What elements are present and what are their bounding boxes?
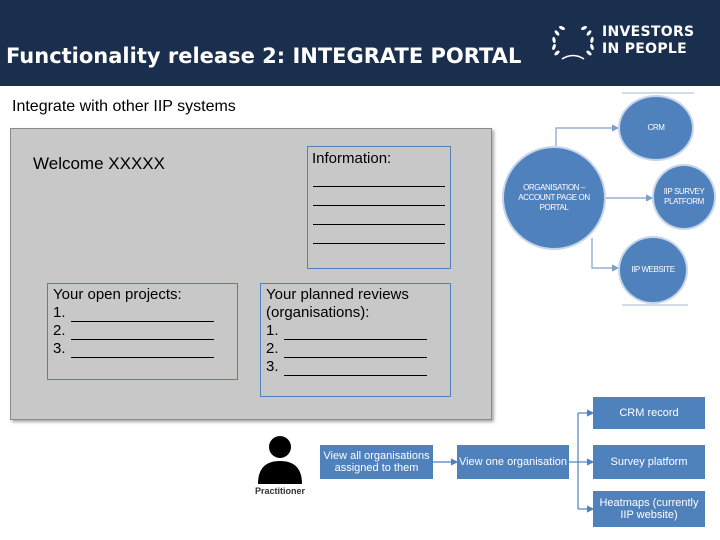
iip-survey-platform-node: IIP SURVEY PLATFORM: [652, 164, 716, 230]
information-box: Information:: [307, 146, 451, 269]
information-blank-line: [313, 187, 445, 206]
survey-platform-step: Survey platform: [593, 445, 705, 479]
view-all-organisations-step: View all organisations assigned to them: [320, 445, 433, 479]
project-item: 2.: [53, 322, 232, 340]
open-projects-box: Your open projects: 1. 2. 3.: [47, 283, 238, 380]
practitioner-label: Practitioner: [254, 486, 305, 496]
planned-reviews-label: Your planned reviews: [266, 286, 409, 303]
review-item: 3.: [266, 358, 445, 376]
project-item: 3.: [53, 340, 232, 358]
crm-record-step: CRM record: [593, 397, 705, 429]
portal-mockup-panel: [10, 128, 492, 420]
open-projects-label: Your open projects:: [53, 286, 182, 303]
view-one-organisation-step: View one organisation: [457, 445, 569, 479]
logo-wordmark: INVESTORS IN PEOPLE: [602, 24, 694, 58]
review-item: 2.: [266, 340, 445, 358]
title-bar: [0, 0, 720, 86]
crm-node: CRM: [618, 95, 694, 161]
information-label: Information:: [312, 150, 392, 167]
information-blank-line: [313, 206, 445, 225]
information-blank-line: [313, 225, 445, 244]
planned-reviews-label-2: (organisations):: [266, 304, 370, 321]
laurel-wreath-icon: [552, 26, 594, 60]
slide-title: Functionality release 2: INTEGRATE PORTA…: [6, 44, 522, 68]
project-item: 1.: [53, 304, 232, 322]
welcome-text: Welcome XXXXX: [33, 154, 165, 173]
person-icon: [258, 436, 302, 484]
logo-line-2: IN PEOPLE: [602, 41, 687, 57]
section-subtitle: Integrate with other IIP systems: [12, 98, 236, 115]
information-blank-line: [313, 168, 445, 187]
review-item: 1.: [266, 322, 445, 340]
planned-reviews-box: Your planned reviews (organisations): 1.…: [260, 283, 451, 397]
logo-line-1: INVESTORS: [602, 24, 695, 40]
iip-website-node: IIP WEBSITE: [618, 236, 688, 304]
heatmaps-step: Heatmaps (currently IIP website): [593, 491, 705, 527]
organisation-account-node: ORGANISATION – ACCOUNT PAGE ON PORTAL: [502, 146, 606, 250]
